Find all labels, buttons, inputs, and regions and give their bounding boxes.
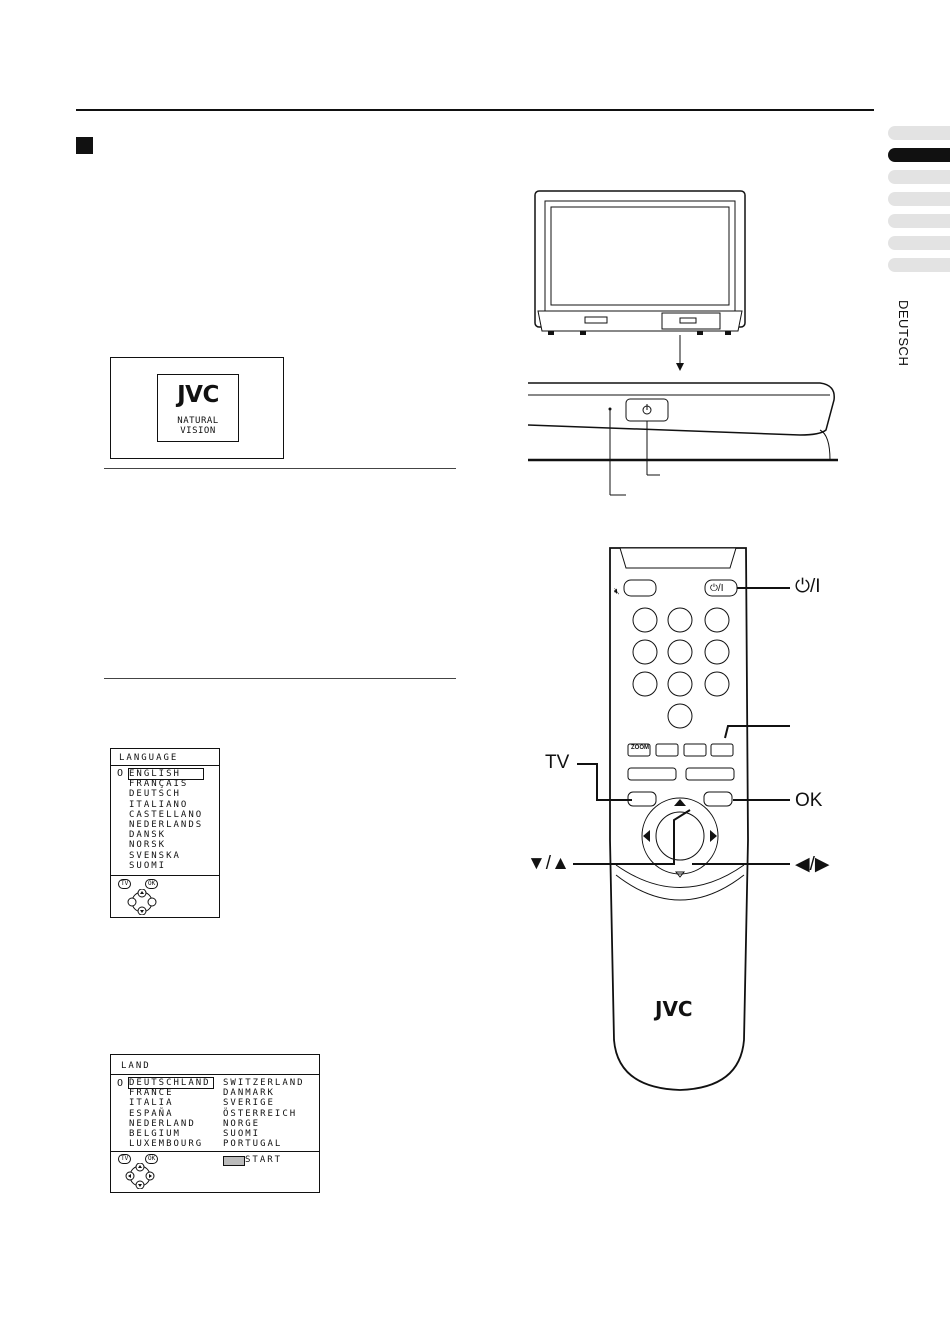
country-menu-title: LAND <box>121 1061 151 1071</box>
language-option[interactable]: ENGLISH <box>127 767 205 781</box>
country-option[interactable]: ITALIA <box>129 1098 174 1109</box>
country-option[interactable]: NEDERLAND <box>129 1118 196 1129</box>
dpad-icon <box>125 1163 155 1189</box>
chapter-tab[interactable] <box>888 192 950 206</box>
callout-left-right: ◀/▶ <box>795 854 830 875</box>
green-key-icon <box>223 1156 245 1166</box>
logo-tagline: NATURAL VISION <box>177 416 219 436</box>
tv-key-icon: TV <box>118 879 132 889</box>
chapter-tab-active[interactable] <box>888 148 950 162</box>
menu-separator <box>111 1151 319 1152</box>
language-menu-title: LANGUAGE <box>119 753 179 763</box>
country-option[interactable]: DANMARK <box>223 1088 275 1099</box>
language-option[interactable]: ITALIANO <box>129 799 189 810</box>
logo-card: JVC NATURAL VISION <box>157 374 239 442</box>
country-option[interactable]: SUOMI <box>223 1129 261 1140</box>
tv-front-illustration <box>527 190 838 496</box>
dpad-icon <box>127 889 157 915</box>
menu-separator <box>111 875 219 876</box>
language-option[interactable]: SVENSKA <box>129 850 181 861</box>
callout-up-down: ▼/▲ <box>527 853 570 874</box>
country-option[interactable]: PORTUGAL <box>223 1139 283 1150</box>
remote-control-illustration <box>609 547 749 1091</box>
chapter-tab[interactable] <box>888 258 950 272</box>
language-option[interactable]: NEDERLANDS <box>129 820 204 831</box>
country-option[interactable]: ÖSTERREICH <box>223 1108 298 1119</box>
country-option[interactable]: SWITZERLAND <box>223 1078 305 1088</box>
country-option[interactable]: FRANCE <box>129 1088 174 1099</box>
chapter-tab[interactable] <box>888 214 950 228</box>
ok-key-icon: OK <box>145 1154 159 1164</box>
language-option[interactable]: SUOMI <box>129 860 167 871</box>
language-option[interactable]: CASTELLANO <box>129 809 204 820</box>
menu-separator <box>111 765 219 766</box>
country-option[interactable]: DEUTSCHLAND <box>128 1076 214 1090</box>
logo-screen <box>110 357 284 459</box>
chapter-tab[interactable] <box>888 236 950 250</box>
jvc-logo: JVC <box>177 382 219 408</box>
power-icon[interactable]: ⏻/I <box>710 583 724 594</box>
language-option[interactable]: FRANÇAIS <box>129 779 189 790</box>
ok-key-icon: OK <box>145 879 159 889</box>
chapter-tab[interactable] <box>888 126 950 140</box>
header-rule <box>76 109 874 111</box>
tv-key-icon: TV <box>118 1154 132 1164</box>
country-option[interactable]: LUXEMBOURG <box>129 1139 204 1150</box>
language-option[interactable]: NORSK <box>129 840 167 851</box>
callout-power: ⏻/I <box>795 576 821 597</box>
start-label: START <box>245 1155 283 1165</box>
language-tab-label: DEUTSCH <box>896 300 911 367</box>
section-marker <box>76 137 93 154</box>
country-option[interactable]: BELGIUM <box>129 1129 181 1140</box>
chapter-tab[interactable] <box>888 170 950 184</box>
selection-cursor-icon: O <box>117 1078 124 1089</box>
country-option[interactable]: SVERIGE <box>223 1098 275 1109</box>
callout-ok: OK <box>795 790 823 811</box>
language-option[interactable]: DANSK <box>129 830 167 841</box>
callout-lines <box>573 587 790 865</box>
divider <box>104 678 456 679</box>
divider <box>104 468 456 469</box>
remote-jvc-logo: JVC <box>655 997 693 1021</box>
country-option[interactable]: NORGE <box>223 1118 261 1129</box>
zoom-button[interactable]: ZOOM <box>631 745 649 751</box>
callout-tv: TV <box>545 752 570 773</box>
country-option[interactable]: ESPAÑA <box>129 1108 174 1119</box>
mute-icon[interactable]: 🔇︎ <box>614 586 620 596</box>
selection-cursor-icon: O <box>117 768 124 779</box>
menu-separator <box>111 1074 319 1075</box>
language-option[interactable]: DEUTSCH <box>129 789 181 800</box>
